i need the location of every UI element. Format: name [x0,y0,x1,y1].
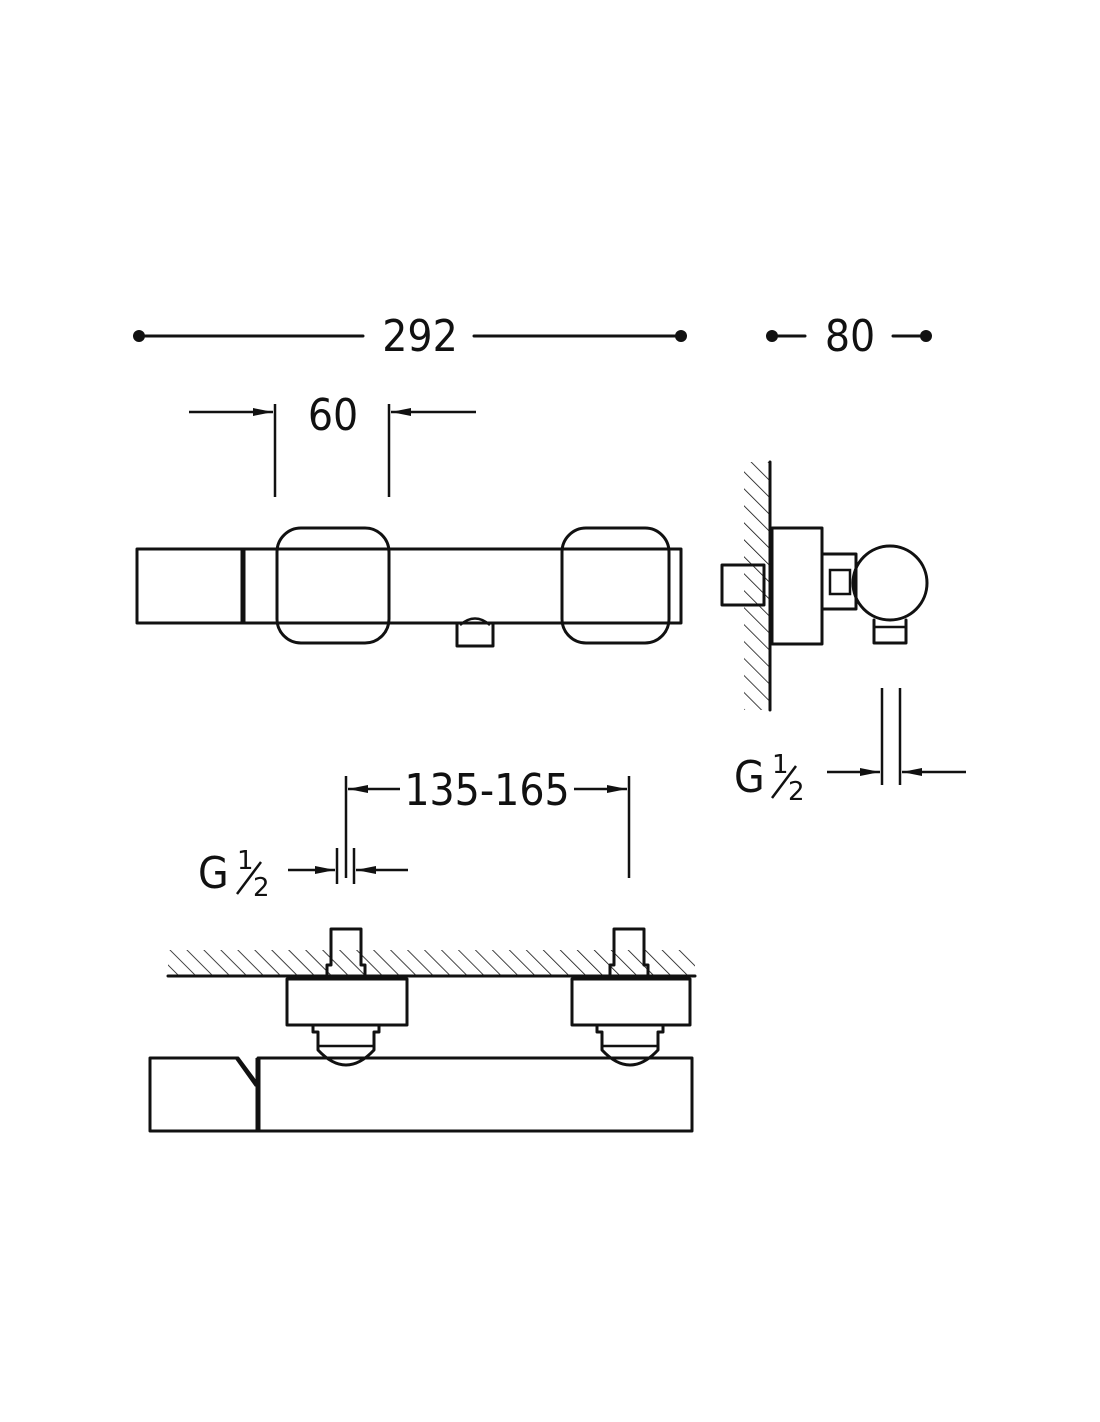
right-inlet-connector [608,927,650,978]
thread-label-bottom: G 1 2 [198,846,270,903]
dimension-label-overall-length: 292 [382,311,458,362]
fraction-denominator: 2 [253,873,270,903]
dimension-depth: 80 [766,311,932,362]
wall-hatch [744,462,770,710]
dimension-overall-length: 292 [133,311,687,362]
end-cap [148,1056,260,1133]
dimension-handle-width: 60 [189,390,476,497]
dimension-label-inlet-centers: 135-165 [404,765,569,816]
thread-letter: G [198,848,229,899]
dimension-label-handle-width: 60 [308,390,358,441]
nut [820,552,858,611]
inlet-connector [720,563,766,607]
side-outlet [872,618,908,645]
round-body [851,544,929,622]
wall-hatch [168,950,695,976]
left-flange [285,977,409,1027]
dimension-thread-bottom [288,848,408,884]
fraction-denominator: 2 [788,777,805,807]
thread-letter: G [734,752,765,803]
wall-flange [770,526,824,646]
mixer-body-top [256,1056,694,1133]
right-handle [560,526,671,645]
side-view [720,460,966,785]
front-view [135,526,683,648]
left-handle [275,526,391,645]
dimension-label-depth: 80 [825,311,875,362]
shower-outlet [455,621,495,648]
fraction-numerator: 1 [772,750,789,780]
mixer-body [135,547,683,625]
dimension-inlet-centers: 135-165 [344,765,631,878]
left-inlet-connector [325,927,367,978]
right-flange [570,977,692,1027]
thread-label-side: G 1 2 [734,750,805,807]
top-view [148,927,697,1133]
fraction-numerator: 1 [237,846,254,876]
